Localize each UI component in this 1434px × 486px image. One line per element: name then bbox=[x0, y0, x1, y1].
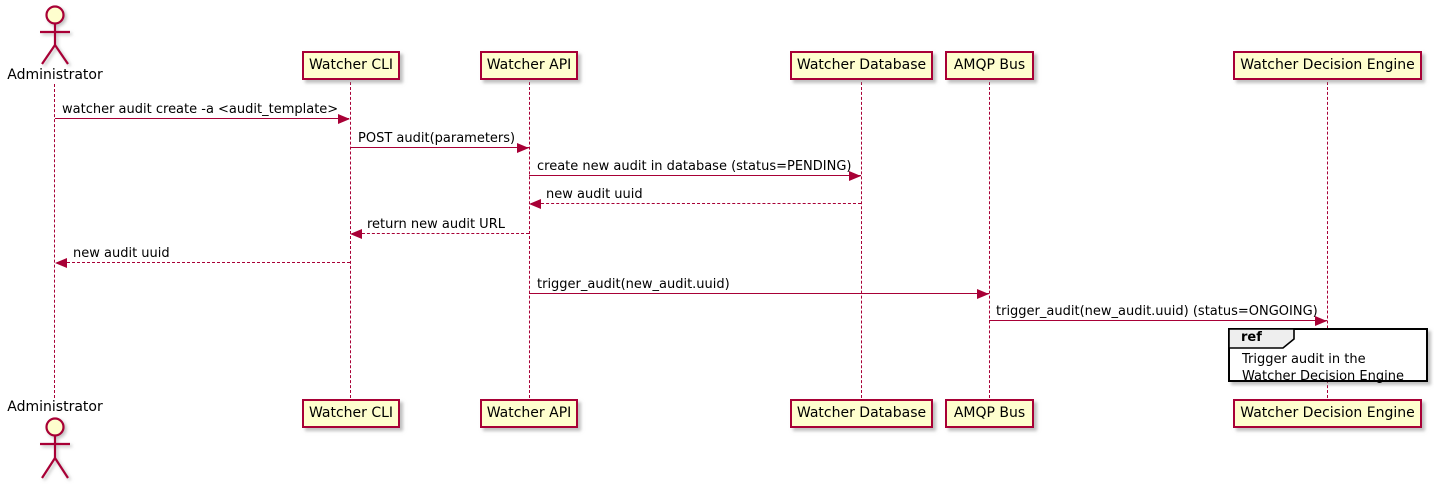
arrowhead-left-icon bbox=[350, 229, 362, 239]
arrowhead-right-icon bbox=[1315, 316, 1327, 326]
actor-icon bbox=[40, 417, 70, 479]
message-line bbox=[529, 293, 989, 294]
arrowhead-right-icon bbox=[977, 289, 989, 299]
message-label: trigger_audit(new_audit.uuid) (status=ON… bbox=[996, 304, 1318, 319]
message-line bbox=[57, 262, 350, 263]
participant-top-watcher-decision-engine: Watcher Decision Engine bbox=[1233, 51, 1422, 80]
message-line bbox=[352, 233, 529, 234]
message-line bbox=[989, 320, 1327, 321]
ref-text-line2: Watcher Decision Engine bbox=[1242, 369, 1404, 384]
participant-top-watcher-api: Watcher API bbox=[480, 51, 578, 80]
ref-text: Trigger audit in the Watcher Decision En… bbox=[1242, 351, 1404, 385]
participant-bottom-amqp-bus: AMQP Bus bbox=[945, 399, 1034, 428]
lifeline-watcher-database bbox=[861, 82, 862, 398]
message-line bbox=[531, 203, 861, 204]
arrowhead-left-icon bbox=[529, 199, 541, 209]
actor-label-bottom: Administrator bbox=[7, 399, 103, 415]
participant-top-watcher-cli: Watcher CLI bbox=[302, 51, 400, 80]
participant-bottom-watcher-api: Watcher API bbox=[480, 399, 578, 428]
message-label: new audit uuid bbox=[73, 246, 170, 261]
participant-bottom-watcher-cli: Watcher CLI bbox=[302, 399, 400, 428]
message-label: watcher audit create -a <audit_template> bbox=[62, 102, 339, 117]
message-label: new audit uuid bbox=[546, 187, 643, 202]
actor-icon bbox=[40, 5, 70, 65]
message-label: POST audit(parameters) bbox=[358, 131, 516, 146]
actor-label-top: Administrator bbox=[7, 67, 103, 83]
participant-top-watcher-database: Watcher Database bbox=[790, 51, 933, 80]
message-label: trigger_audit(new_audit.uuid) bbox=[537, 277, 730, 292]
ref-text-line1: Trigger audit in the bbox=[1242, 352, 1366, 367]
participant-top-amqp-bus: AMQP Bus bbox=[945, 51, 1034, 80]
lifeline-watcher-cli bbox=[350, 82, 351, 398]
message-line bbox=[529, 175, 861, 176]
lifeline-administrator bbox=[54, 84, 55, 398]
message-line bbox=[55, 118, 349, 119]
ref-header-pentagon-icon bbox=[1229, 329, 1295, 349]
message-line bbox=[350, 147, 529, 148]
arrowhead-right-icon bbox=[338, 114, 350, 124]
arrowhead-left-icon bbox=[55, 258, 67, 268]
message-label: create new audit in database (status=PEN… bbox=[537, 159, 852, 174]
ref-fragment: ref Trigger audit in the Watcher Decisio… bbox=[1228, 328, 1428, 385]
message-label: return new audit URL bbox=[367, 217, 505, 232]
arrowhead-right-icon bbox=[517, 143, 529, 153]
participant-bottom-watcher-decision-engine: Watcher Decision Engine bbox=[1233, 399, 1422, 428]
lifeline-amqp-bus bbox=[989, 82, 990, 398]
lifeline-watcher-decision-engine bbox=[1327, 82, 1328, 398]
participant-bottom-watcher-database: Watcher Database bbox=[790, 399, 933, 428]
ref-keyword: ref bbox=[1241, 330, 1262, 345]
lifeline-watcher-api bbox=[529, 82, 530, 398]
arrowhead-right-icon bbox=[849, 171, 861, 181]
